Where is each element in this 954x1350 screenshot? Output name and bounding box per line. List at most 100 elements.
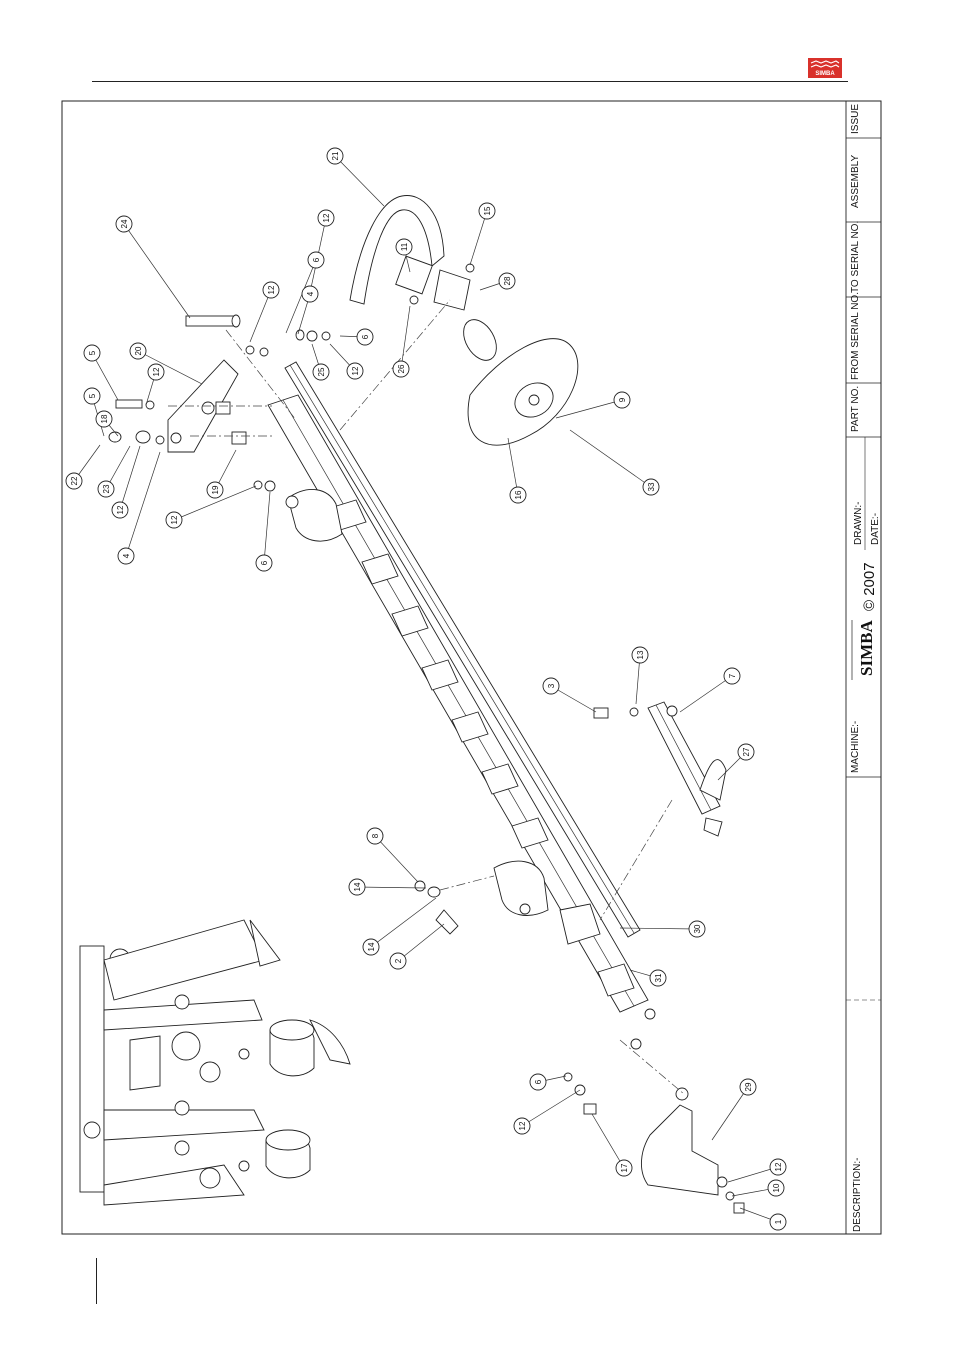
callout-balloon: 24 — [116, 216, 132, 232]
callout-balloon: 6 — [256, 555, 272, 571]
callout-number: 10 — [772, 1183, 781, 1192]
callout-number: 18 — [100, 414, 109, 423]
callout-balloon: 12 — [148, 364, 164, 380]
callout-leader-line — [398, 924, 444, 961]
callout-balloon: 30 — [689, 921, 705, 937]
callout-balloon: 15 — [479, 203, 495, 219]
callout-balloon: 5 — [84, 388, 100, 404]
callout-balloon: 17 — [616, 1160, 632, 1176]
callout-number: 12 — [170, 515, 179, 524]
callout-number: 8 — [371, 833, 380, 838]
callout-balloon: 14 — [363, 939, 379, 955]
callout-number: 21 — [331, 151, 340, 160]
callout-number: 24 — [120, 219, 129, 228]
callout-balloon: 12 — [166, 512, 182, 528]
callout-balloon: 5 — [84, 345, 100, 361]
callout-number: 5 — [88, 350, 97, 355]
callout-balloon: 3 — [543, 678, 559, 694]
callout-number: 14 — [353, 882, 362, 891]
callout-number: 31 — [654, 973, 663, 982]
callout-balloon: 9 — [614, 392, 630, 408]
callout-leader-line — [126, 452, 160, 556]
callout-number: 7 — [728, 673, 737, 678]
callout-number: 4 — [122, 553, 131, 558]
callout-number: 33 — [647, 482, 656, 491]
simba-title-logo: SIMBA — [857, 620, 876, 676]
callout-number: 23 — [102, 484, 111, 493]
part-no-label: PART NO. — [850, 386, 861, 432]
callout-number: 29 — [744, 1082, 753, 1091]
callout-balloon: 6 — [530, 1074, 546, 1090]
callout-balloon: 12 — [112, 502, 128, 518]
from-serial-label: FROM SERIAL NO. — [850, 292, 861, 380]
callout-layer: 2421121511281264265201262512518222312419… — [66, 148, 786, 1230]
callout-number: 1 — [774, 1219, 783, 1224]
inset-isometric-view — [80, 920, 350, 1205]
callout-balloon: 27 — [738, 744, 754, 760]
callout-number: 4 — [306, 291, 315, 296]
copyright-text: © 2007 — [861, 562, 878, 611]
callout-number: 30 — [693, 924, 702, 933]
callout-leader-line — [680, 676, 732, 712]
callout-leader-line — [592, 1114, 624, 1168]
callout-number: 12 — [351, 366, 360, 375]
callout-number: 2 — [394, 958, 403, 963]
callout-balloon: 6 — [308, 252, 324, 268]
callout-balloon: 28 — [499, 273, 515, 289]
machine-label: MACHINE:- — [850, 721, 861, 773]
callout-balloon: 2 — [390, 953, 406, 969]
callout-number: 12 — [152, 367, 161, 376]
callout-balloon: 13 — [632, 647, 648, 663]
date-label: DATE:- — [870, 513, 881, 545]
callout-balloon: 18 — [96, 411, 112, 427]
callout-balloon: 12 — [514, 1118, 530, 1134]
callout-number: 19 — [211, 485, 220, 494]
callout-balloon: 16 — [510, 487, 526, 503]
callout-balloon: 14 — [349, 879, 365, 895]
callout-balloon: 31 — [650, 970, 666, 986]
issue-label: ISSUE — [850, 104, 861, 134]
title-block: ISSUE ASSEMBLY TO SERIAL NO. FROM SERIAL… — [846, 101, 881, 1234]
callout-balloon: 4 — [302, 286, 318, 302]
callout-number: 16 — [514, 490, 523, 499]
callout-number: 6 — [361, 334, 370, 339]
callout-leader-line — [712, 1087, 748, 1140]
callout-leader-line — [470, 211, 487, 265]
callout-balloon: 4 — [118, 548, 134, 564]
callout-number: 17 — [620, 1163, 629, 1172]
callout-number: 27 — [742, 747, 751, 756]
callout-number: 22 — [70, 476, 79, 485]
callout-balloon: 33 — [643, 479, 659, 495]
callout-balloon: 6 — [357, 329, 373, 345]
callout-balloon: 12 — [347, 363, 363, 379]
callout-number: 20 — [134, 346, 143, 355]
callout-balloon: 21 — [327, 148, 343, 164]
callout-number: 6 — [312, 257, 321, 262]
callout-number: 12 — [518, 1121, 527, 1130]
callout-number: 3 — [547, 683, 556, 688]
callout-number: 6 — [260, 560, 269, 565]
callout-balloon: 22 — [66, 473, 82, 489]
callout-balloon: 23 — [98, 481, 114, 497]
callout-number: 5 — [88, 393, 97, 398]
callout-balloon: 1 — [770, 1214, 786, 1230]
callout-balloon: 25 — [313, 364, 329, 380]
callout-number: 28 — [503, 276, 512, 285]
callout-balloon: 20 — [130, 343, 146, 359]
callout-balloon: 10 — [768, 1180, 784, 1196]
callout-leader-line — [371, 898, 436, 947]
callout-balloon: 8 — [367, 828, 383, 844]
callout-number: 14 — [367, 942, 376, 951]
assembly-label: ASSEMBLY — [850, 155, 861, 208]
drawn-label: DRAWN:- — [853, 501, 864, 545]
callout-balloon: 12 — [770, 1159, 786, 1175]
callout-leader-line — [508, 438, 518, 495]
callout-leader-line — [120, 446, 140, 510]
callout-number: 9 — [618, 397, 627, 402]
callout-balloon: 29 — [740, 1079, 756, 1095]
callout-number: 12 — [267, 285, 276, 294]
tine-and-disc-assembly — [340, 196, 578, 446]
description-label: DESCRIPTION:- — [852, 1158, 863, 1232]
